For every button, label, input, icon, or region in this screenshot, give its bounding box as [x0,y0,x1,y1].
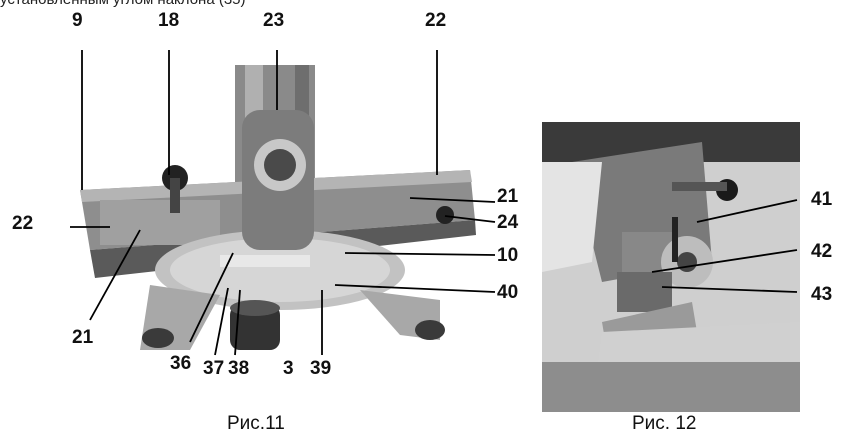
callout-22-left: 22 [12,213,34,234]
callout-38: 38 [228,358,250,379]
tilt-mechanism-photo [542,122,800,412]
figure-11-caption: Рис.11 [227,413,285,434]
callout-40: 40 [497,282,519,303]
callout-37: 37 [203,358,225,379]
callout-21-right: 21 [497,186,519,207]
callout-22-top: 22 [425,10,447,31]
callout-23: 23 [263,10,285,31]
miter-saw-photo [70,50,496,356]
callout-41: 41 [811,189,833,210]
callout-10: 10 [497,245,519,266]
callout-43: 43 [811,284,833,305]
callout-39: 39 [310,358,332,379]
callout-24: 24 [497,212,519,233]
callout-36: 36 [170,353,192,374]
cut-off-header-text: установленным углом наклона (35) [0,0,246,8]
callout-3: 3 [283,358,294,379]
callout-9: 9 [72,10,83,31]
callout-21-bottom: 21 [72,327,94,348]
figure-12-caption: Рис. 12 [632,413,697,434]
callout-42: 42 [811,241,833,262]
callout-18: 18 [158,10,180,31]
